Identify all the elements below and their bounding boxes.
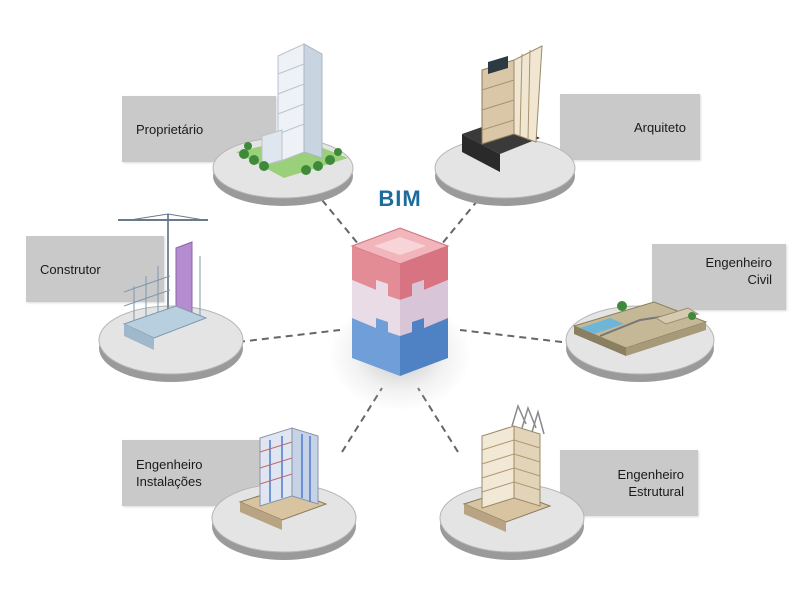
office-tower-with-trees-icon <box>236 43 348 178</box>
building-structural-model-icon <box>462 403 552 532</box>
label-construtor-text: Construtor <box>40 261 101 277</box>
building-under-construction-with-crane-icon <box>118 213 208 350</box>
label-engenheiro-instalacoes-line2: Instalações <box>136 474 202 489</box>
bim-title: BIM <box>378 186 422 211</box>
label-arquiteto: Arquiteto <box>560 94 700 160</box>
label-construtor: Construtor <box>26 236 164 302</box>
label-engenheiro-civil: Engenheiro Civil <box>652 244 786 310</box>
label-engenheiro-estrutural: Engenheiro Estrutural <box>560 450 698 516</box>
dark-glass-tower-icon <box>462 45 543 172</box>
label-engenheiro-estrutural-line1: Engenheiro <box>617 467 685 482</box>
building-installations-model-icon <box>238 427 328 530</box>
label-engenheiro-civil-line2: Civil <box>747 272 772 287</box>
link-engenheiro-civil <box>459 329 563 343</box>
label-engenheiro-instalacoes-line1: Engenheiro <box>136 457 203 472</box>
link-construtor <box>237 329 341 343</box>
label-engenheiro-estrutural-line2: Estrutural <box>628 484 684 499</box>
label-engenheiro-civil-line1: Engenheiro <box>705 255 773 270</box>
terrain-site-plan-icon <box>572 301 708 356</box>
label-proprietario-text: Proprietário <box>136 121 204 137</box>
bim-puzzle-cube-icon <box>350 227 450 376</box>
label-arquiteto-text: Arquiteto <box>633 119 686 135</box>
